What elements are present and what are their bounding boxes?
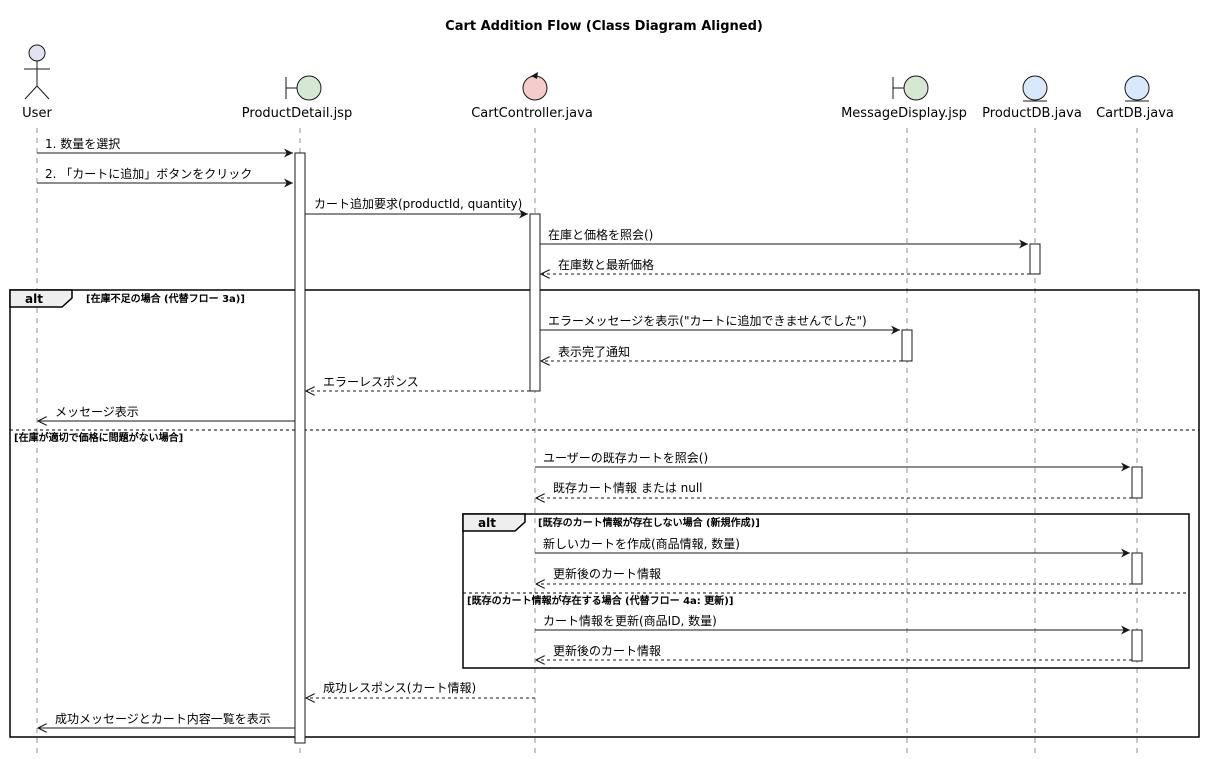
- fragment-operator: alt: [25, 292, 43, 306]
- diagram-title: Cart Addition Flow (Class Diagram Aligne…: [445, 19, 763, 34]
- message-3: カート追加要求(productId, quantity): [305, 196, 528, 219]
- message-label: 2. 「カートに追加」ボタンをクリック: [45, 166, 252, 181]
- message-4: 在庫と価格を照会(): [540, 227, 1028, 249]
- participant-label: MessageDisplay.jsp: [841, 106, 967, 121]
- message-label: カート情報を更新(商品ID, 数量): [543, 613, 717, 628]
- activation-cart-db: [1131, 552, 1143, 585]
- fragment-tab: [462, 513, 526, 532]
- boundary-icon: [285, 75, 322, 101]
- messages: 1. 数量を選択 2. 「カートに追加」ボタンをクリック カート追加要求(pro…: [37, 136, 1132, 728]
- message-label: メッセージ表示: [55, 405, 139, 419]
- activations: [294, 152, 1143, 744]
- message-13: 更新後のカート情報: [536, 566, 1132, 584]
- participant-cart-controller: CartController.java: [471, 72, 593, 121]
- participant-message-display: MessageDisplay.jsp: [841, 75, 967, 121]
- boundary-icon: [892, 75, 929, 101]
- message-label: ユーザーの既存カートを照会(): [543, 451, 708, 465]
- message-label: 表示完了通知: [558, 344, 630, 359]
- message-9: メッセージ表示: [38, 405, 295, 421]
- participant-label: ProductDB.java: [982, 106, 1082, 121]
- message-label: 更新後のカート情報: [553, 566, 661, 581]
- participant-product-detail: ProductDetail.jsp: [242, 75, 352, 121]
- actor-icon: [24, 44, 50, 100]
- participant-label: CartController.java: [471, 106, 593, 121]
- message-2: 2. 「カートに追加」ボタンをクリック: [37, 166, 293, 188]
- message-7: 表示完了通知: [541, 344, 902, 361]
- activation-message-display: [901, 329, 913, 362]
- activation-cart-db: [1131, 466, 1143, 499]
- participant-product-db: ProductDB.java: [982, 75, 1082, 121]
- message-label: 成功メッセージとカート内容一覧を表示: [55, 711, 271, 726]
- fragment-frame: [462, 513, 1190, 669]
- activation-product-db: [1029, 243, 1041, 275]
- message-label: 新しいカートを作成(商品情報, 数量): [543, 536, 740, 551]
- alt-fragment-inner: alt [既存のカート情報が存在しない場合 (新規作成)] [既存のカート情報が…: [462, 513, 1190, 669]
- entity-icon: [1124, 75, 1150, 102]
- participant-user: User: [22, 44, 52, 121]
- message-17: 成功メッセージとカート内容一覧を表示: [38, 711, 295, 728]
- alt-fragment-outer: alt [在庫不足の場合 (代替フロー 3a)] [在庫が適切で価格に問題がない…: [9, 289, 1200, 738]
- participant-cart-db: CartDB.java: [1096, 75, 1174, 121]
- message-label: カート追加要求(productId, quantity): [314, 196, 522, 211]
- activation-cart-db: [1131, 629, 1143, 662]
- fragment-guard: [既存のカート情報が存在しない場合 (新規作成)]: [538, 516, 760, 529]
- message-label: エラーメッセージを表示("カートに追加できませんでした"): [548, 313, 867, 328]
- message-label: 1. 数量を選択: [45, 136, 120, 151]
- fragment-guard: [在庫不足の場合 (代替フロー 3a)]: [86, 292, 245, 305]
- message-14: カート情報を更新(商品ID, 数量): [535, 613, 1130, 635]
- fragment-frame: [9, 289, 1200, 738]
- message-1: 1. 数量を選択: [37, 136, 293, 158]
- message-label: 既存カート情報 または null: [553, 481, 703, 495]
- fragment-tab: [9, 289, 73, 308]
- message-label: 成功レスポンス(カート情報): [323, 681, 476, 695]
- activation-product-detail: [294, 152, 306, 744]
- message-5: 在庫数と最新価格: [541, 257, 1030, 274]
- message-10: ユーザーの既存カートを照会(): [535, 451, 1130, 472]
- control-icon: [522, 72, 548, 101]
- message-16: 成功レスポンス(カート情報): [306, 681, 535, 698]
- message-6: エラーメッセージを表示("カートに追加できませんでした"): [540, 313, 900, 335]
- message-11: 既存カート情報 または null: [536, 481, 1132, 498]
- participant-label: CartDB.java: [1096, 106, 1174, 121]
- fragment-guard: [在庫が適切で価格に問題がない場合]: [14, 431, 183, 444]
- message-12: 新しいカートを作成(商品情報, 数量): [535, 536, 1130, 558]
- fragment-guard: [既存のカート情報が存在する場合 (代替フロー 4a: 更新)]: [467, 594, 733, 607]
- activation-cart-controller: [529, 213, 541, 392]
- message-label: 更新後のカート情報: [553, 643, 661, 658]
- lifelines: [36, 128, 1138, 755]
- entity-icon: [1022, 75, 1048, 102]
- message-15: 更新後のカート情報: [536, 643, 1132, 660]
- participant-label: User: [22, 106, 52, 121]
- message-label: 在庫と価格を照会(): [548, 227, 653, 242]
- fragment-operator: alt: [478, 516, 496, 530]
- participant-label: ProductDetail.jsp: [242, 106, 352, 121]
- message-label: エラーレスポンス: [323, 375, 419, 389]
- message-8: エラーレスポンス: [306, 375, 530, 391]
- message-label: 在庫数と最新価格: [558, 257, 654, 272]
